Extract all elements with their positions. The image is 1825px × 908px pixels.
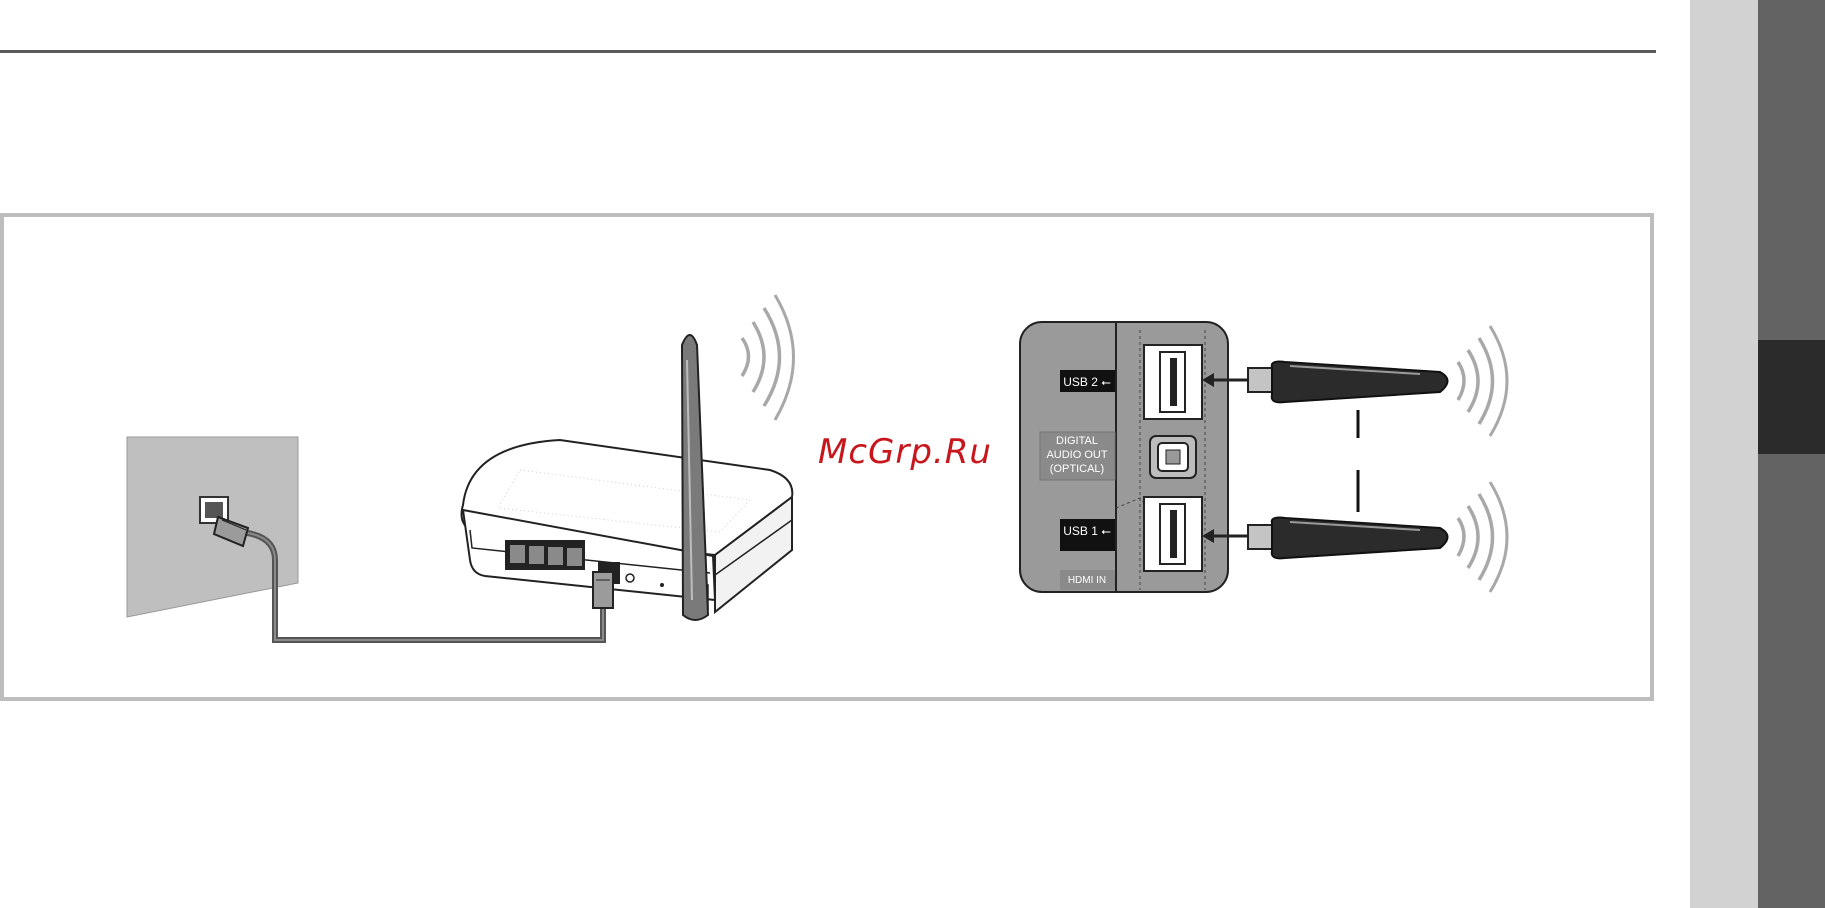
usb-dongle-icon [1248,362,1448,403]
wireless-signal-icon [1458,326,1507,436]
usb2-label: USB 2 ⭠ [1063,375,1111,389]
optical-label-line1: DIGITAL [1056,435,1098,447]
usb1-label: USB 1 ⭠ [1063,524,1111,538]
usb-dongle-icon [1248,518,1448,559]
wireless-signal-icon [742,295,794,420]
hdmi-label: HDMI IN [1068,575,1106,586]
optical-label-line2: AUDIO OUT [1046,449,1107,461]
ethernet-plug-icon [593,572,613,608]
optical-label-line3: (OPTICAL) [1050,463,1104,475]
router-icon [462,440,793,612]
wireless-signal-icon [1458,482,1507,592]
watermark: McGrp.Ru [818,432,992,472]
